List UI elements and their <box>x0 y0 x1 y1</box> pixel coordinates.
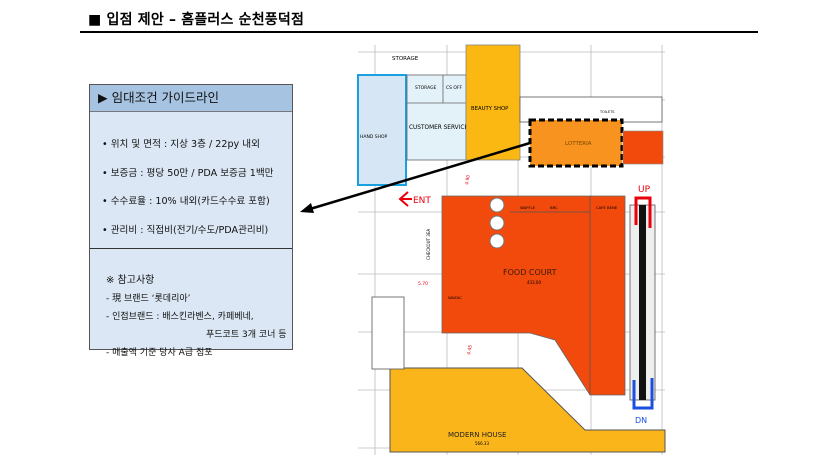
toilet-block <box>519 96 663 123</box>
pointer-line <box>309 141 531 211</box>
modern-house-area-value: 566.33 <box>475 441 489 446</box>
dimension-2: 5.70 <box>418 281 428 287</box>
toilets-label: TOILETS <box>599 110 615 114</box>
up-arrow-icon <box>634 196 652 228</box>
cafe-bene-label: CAFE BENE <box>596 205 618 210</box>
brc-label: BRC <box>550 205 558 210</box>
hand-shop-area <box>357 74 407 186</box>
dn-label: DN <box>635 416 647 425</box>
notes-title: ※ 참고사항 <box>106 275 155 286</box>
term-deposit: • 보증금 : 평당 50만 / PDA 보증금 1백만 <box>102 167 274 179</box>
entrance-label: ENT <box>413 196 431 206</box>
waffle-label: WAFFLE <box>520 205 536 210</box>
modern-house-area <box>389 367 666 453</box>
lotteria-area <box>530 120 622 166</box>
term-location: • 위치 및 면적 : 지상 3층 / 22py 내외 <box>102 139 260 150</box>
note-grade: - 매출액 기준 당사 A급 점포 <box>106 348 213 358</box>
hand-shop-label: HAND SHOP <box>360 134 388 140</box>
term-maintenance: • 관리비 : 직접비(전기/수도/PDA관리비) <box>102 224 269 236</box>
guideline-panel: ▶ 임대조건 가이드라인 • 위치 및 면적 : 지상 3층 / 22py 내외… <box>89 84 293 358</box>
term-commission: • 수수료율 : 10% 내외(카드수수료 포함) <box>102 196 270 207</box>
title-divider <box>80 31 758 33</box>
storage-label: STORAGE <box>392 56 419 62</box>
checkout-label: CHECKOUT 3EA <box>426 229 431 260</box>
page-title: ■ 입점 제안 – 홈플러스 순천풍덕점 <box>88 12 305 28</box>
food-court-label: FOOD COURT <box>503 268 557 277</box>
pointer-arrow-icon <box>300 203 314 213</box>
note-adjacent-cont: 푸드코트 3개 코너 등 <box>206 330 287 340</box>
dimension-3: 4.45 <box>466 344 474 355</box>
guideline-title: ▶ 임대조건 가이드라인 <box>90 85 292 112</box>
note-adjacent: - 인접브랜드 : 배스킨라벤스, 카페베네, <box>106 312 254 322</box>
dimension-1: 4.90 <box>464 174 472 185</box>
storage-small-label: STORAGE <box>415 85 437 91</box>
entrance-arrow-icon <box>398 191 412 207</box>
guideline-notes: ※ 참고사항 - 現 브랜드 ‘롯데리아’ - 인접브랜드 : 배스킨라벤스, … <box>90 249 292 358</box>
customer-service-label: CUSTOMER SERVICE <box>409 125 468 131</box>
beauty-shop-area <box>465 44 521 161</box>
small-shops <box>371 296 405 370</box>
note-current-brand: - 現 브랜드 ‘롯데리아’ <box>106 294 191 304</box>
beauty-shop-label: BEAUTY SHOP <box>471 106 509 112</box>
lotteria-label: LOTTERIA <box>565 141 592 147</box>
seating-area <box>622 130 664 165</box>
food-court-area <box>441 195 626 396</box>
modern-house-label: MODERN HOUSE <box>448 431 506 439</box>
guideline-terms: • 위치 및 면적 : 지상 3층 / 22py 내외 • 보증금 : 평당 5… <box>90 112 292 249</box>
down-arrow-icon <box>632 378 654 410</box>
wazac-label: WAZAC <box>448 295 462 300</box>
up-label: UP <box>638 185 651 195</box>
cs-office-label: CS OFF <box>446 85 463 91</box>
customer-service-area <box>406 74 467 161</box>
food-court-area-value: 433.00 <box>527 280 541 285</box>
